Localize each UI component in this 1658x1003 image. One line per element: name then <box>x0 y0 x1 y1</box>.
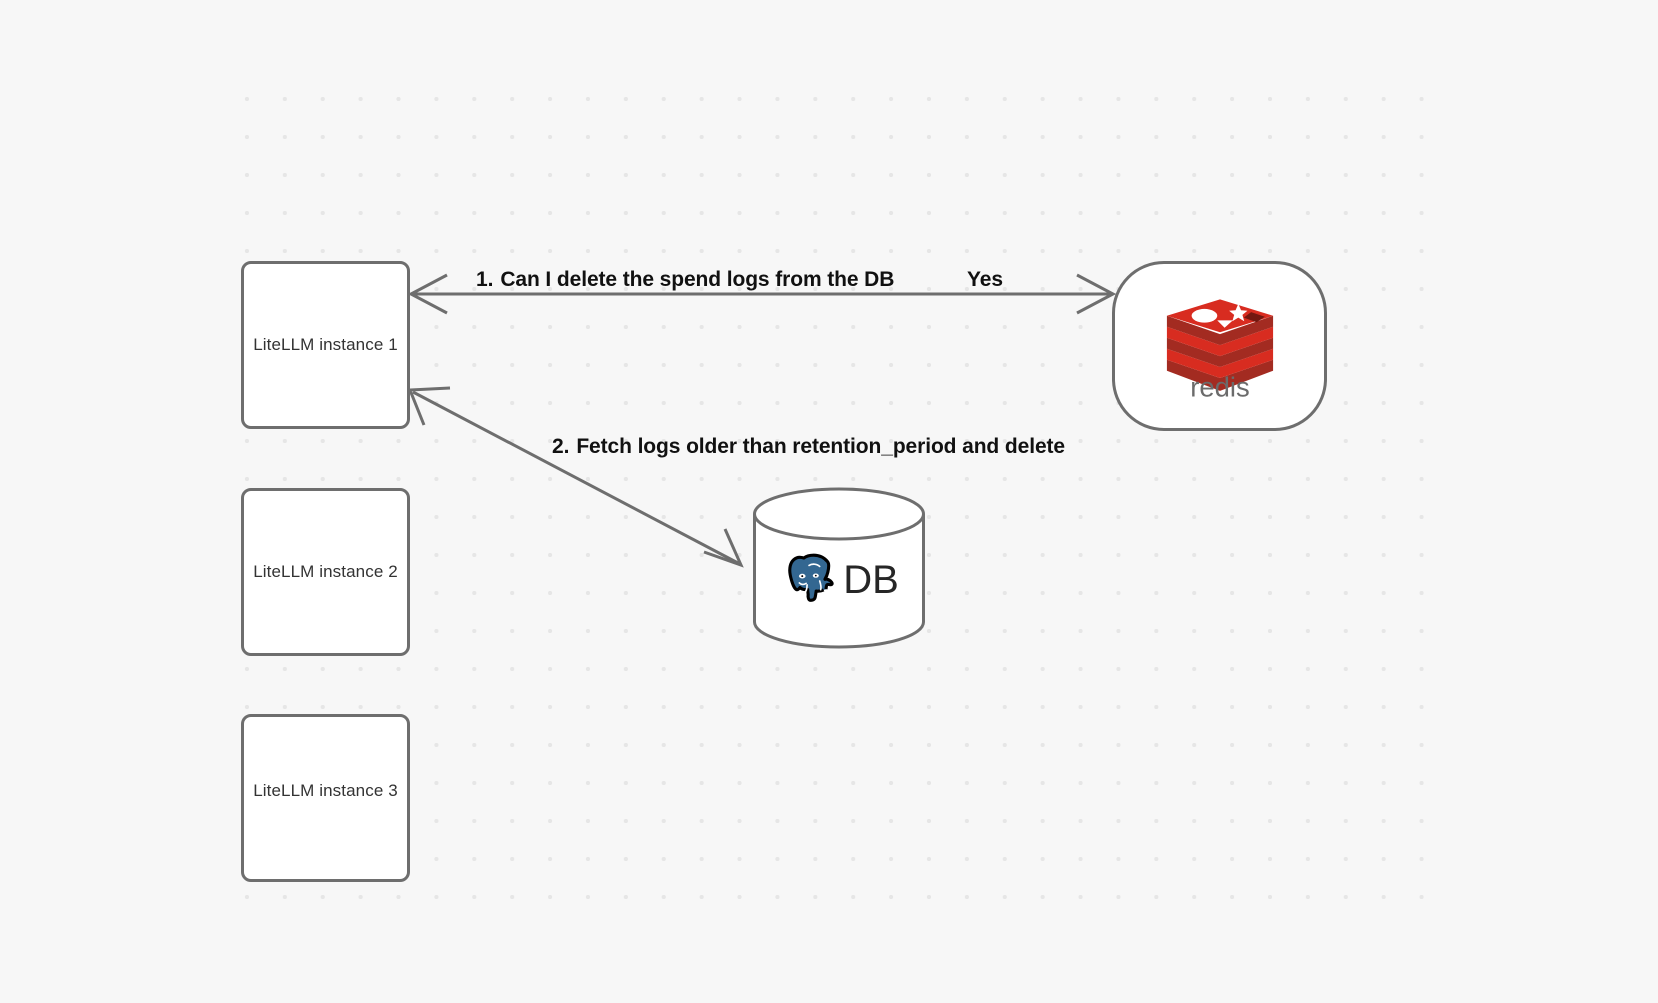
db-logo-group: DB <box>752 535 926 625</box>
postgresql-elephant-icon <box>788 553 834 602</box>
edge-2-line <box>412 390 739 565</box>
edge-1-reply-label: Yes <box>967 268 1003 291</box>
cylinder-shape <box>753 487 925 649</box>
node-litellm-instance-2-label: LiteLLM instance 2 <box>253 562 398 581</box>
edge-2-arrowhead-end <box>703 528 744 568</box>
edge-2-text: Fetch logs older than retention_period a… <box>576 435 1065 458</box>
node-litellm-instance-1-label: LiteLLM instance 1 <box>253 335 398 354</box>
edge-1-arrowhead-left <box>407 273 448 315</box>
edge-1-arrowhead-right <box>1076 273 1117 315</box>
edge-2-arrowhead-start <box>407 386 451 426</box>
node-litellm-instance-3-label: LiteLLM instance 3 <box>253 781 398 800</box>
edge-2-number: 2. <box>552 435 570 458</box>
edge-1-label: 1. Can I delete the spend logs from the D… <box>476 268 894 292</box>
node-litellm-instance-1[interactable]: LiteLLM instance 1 <box>241 261 410 429</box>
svg-text:redis: redis <box>1190 371 1249 400</box>
db-label: DB <box>843 558 899 602</box>
node-litellm-instance-3[interactable]: LiteLLM instance 3 <box>241 714 410 882</box>
edge-1-text: Can I delete the spend logs from the DB <box>500 268 895 291</box>
edge-2-label: 2. Fetch logs older than retention_period… <box>552 435 1065 459</box>
redis-stack-icon: redis <box>1166 299 1273 400</box>
node-redis[interactable]: redis <box>1112 261 1327 431</box>
edge-1-number: 1. <box>476 268 494 291</box>
node-litellm-instance-2[interactable]: LiteLLM instance 2 <box>241 488 410 656</box>
node-db[interactable]: DB <box>752 487 926 649</box>
